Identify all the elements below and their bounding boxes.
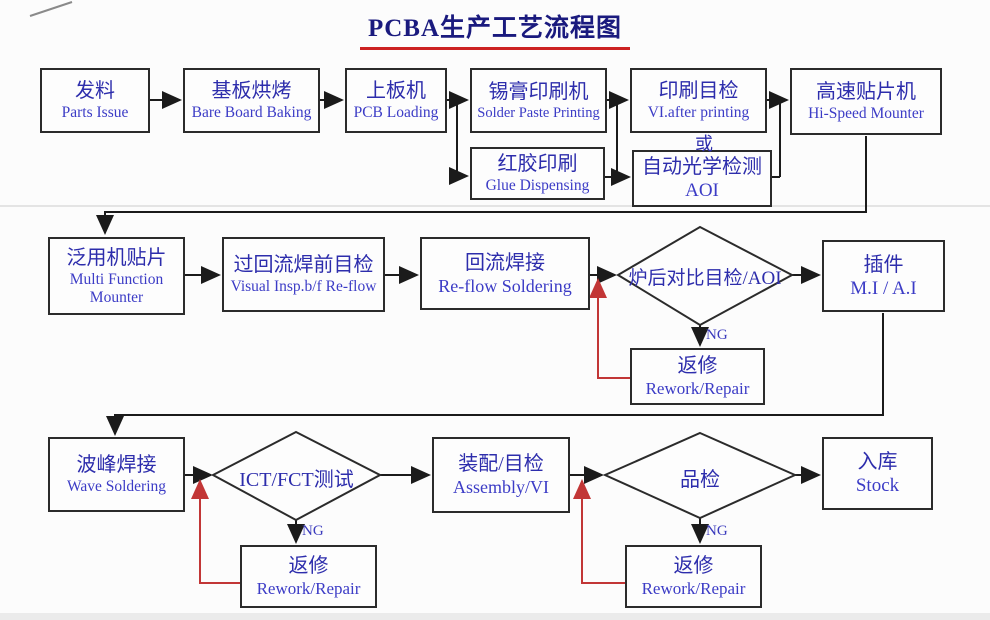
node-solder-paste-printing: 锡膏印刷机 Solder Paste Printing — [470, 68, 607, 133]
node-bare-board-baking: 基板烘烤 Bare Board Baking — [183, 68, 320, 133]
node-parts-issue-en: Parts Issue — [61, 104, 129, 122]
scan-artifact-strip — [0, 613, 990, 620]
decision-diamonds — [210, 225, 798, 522]
node-manual-auto-insertion-zh: 插件 — [863, 253, 904, 276]
arrow-hispeed-multi — [96, 136, 867, 235]
node-visual-insp-before-reflow: 过回流焊前目检 Visual Insp.b/f Re-flow — [222, 237, 385, 312]
node-hi-speed-mounter-en: Hi-Speed Mounter — [808, 105, 924, 123]
node-vi-after-printing: 印刷目检 VI.after printing — [630, 68, 767, 133]
node-aoi-en: AOI — [685, 180, 719, 202]
node-reflow-soldering: 回流焊接 Re-flow Soldering — [420, 237, 590, 310]
node-stock-en: Stock — [855, 475, 900, 497]
node-stock-zh: 入库 — [857, 451, 898, 474]
node-assembly-vi-en: Assembly/VI — [453, 477, 549, 498]
node-hi-speed-mounter: 高速贴片机 Hi-Speed Mounter — [790, 68, 942, 135]
node-glue-dispensing: 红胶印刷 Glue Dispensing — [470, 147, 605, 200]
diamond-ict-fct-test — [210, 430, 383, 522]
ng-label-reflow: NG — [706, 327, 728, 343]
arrow-insertion-wave — [106, 313, 884, 436]
node-wave-soldering-en: Wave Soldering — [66, 478, 167, 496]
node-glue-dispensing-en: Glue Dispensing — [485, 177, 590, 195]
arrow-branch-glue — [449, 100, 469, 185]
node-pcb-loading: 上板机 PCB Loading — [345, 68, 447, 133]
node-hi-speed-mounter-zh: 高速贴片机 — [816, 81, 916, 104]
node-rework-qc-zh: 返修 — [673, 555, 714, 578]
ng-label-ict: NG — [302, 523, 324, 539]
node-manual-auto-insertion: 插件 M.I / A.I — [822, 240, 945, 312]
node-rework-reflow-en: Rework/Repair — [645, 379, 750, 399]
node-bare-board-baking-en: Bare Board Baking — [191, 104, 312, 122]
node-aoi-zh: 自动光学检测 — [642, 156, 762, 179]
node-pcb-loading-zh: 上板机 — [366, 80, 426, 103]
return-rework1-reflow — [589, 278, 630, 379]
node-rework-reflow-zh: 返修 — [677, 355, 718, 378]
return-rework2-wave — [191, 479, 240, 584]
node-multi-function-mounter-en: Multi Function Mounter — [69, 270, 164, 306]
node-manual-auto-insertion-en: M.I / A.I — [850, 277, 917, 299]
node-bare-board-baking-zh: 基板烘烤 — [211, 80, 292, 103]
or-label: 或 — [695, 134, 713, 154]
node-reflow-soldering-zh: 回流焊接 — [465, 251, 545, 274]
node-pcb-loading-en: PCB Loading — [353, 104, 439, 122]
node-vi-after-printing-zh: 印刷目检 — [658, 80, 739, 103]
node-visual-insp-before-reflow-en: Visual Insp.b/f Re-flow — [230, 278, 377, 296]
diamond-label-ict-fct-test: ICT/FCT测试 — [239, 469, 354, 491]
node-assembly-vi: 装配/目检 Assembly/VI — [432, 437, 570, 513]
node-stock: 入库 Stock — [822, 437, 933, 510]
diamond-label-post-oven-check: 炉后对比目检/AOI — [628, 268, 782, 289]
node-solder-paste-printing-en: Solder Paste Printing — [477, 104, 600, 121]
node-multi-function-mounter: 泛用机贴片 Multi Function Mounter — [48, 237, 185, 315]
title-wrap: PCBA生产工艺流程图 — [0, 8, 990, 50]
node-rework-ict-en: Rework/Repair — [256, 579, 361, 599]
node-aoi: 自动光学检测 AOI — [632, 150, 772, 207]
node-wave-soldering-zh: 波峰焊接 — [76, 454, 157, 477]
ng-label-qc: NG — [706, 523, 728, 539]
black-connectors — [96, 91, 884, 544]
red-return-lines — [191, 278, 630, 584]
node-multi-function-mounter-zh: 泛用机贴片 — [66, 246, 167, 269]
return-rework3-assembly — [573, 479, 625, 584]
node-assembly-vi-zh: 装配/目检 — [458, 453, 544, 476]
corner-artifact-line — [29, 1, 73, 17]
node-parts-issue-zh: 发料 — [75, 80, 115, 103]
node-solder-paste-printing-zh: 锡膏印刷机 — [488, 80, 589, 103]
node-reflow-soldering-en: Re-flow Soldering — [438, 275, 572, 296]
node-parts-issue: 发料 Parts Issue — [40, 68, 150, 133]
node-visual-insp-before-reflow-zh: 过回流焊前目检 — [233, 254, 374, 277]
node-rework-reflow: 返修 Rework/Repair — [630, 348, 765, 405]
node-wave-soldering: 波峰焊接 Wave Soldering — [48, 437, 185, 512]
node-rework-ict-zh: 返修 — [288, 555, 329, 578]
page-title: PCBA生产工艺流程图 — [359, 8, 631, 50]
node-rework-qc: 返修 Rework/Repair — [625, 545, 762, 608]
node-rework-ict: 返修 Rework/Repair — [240, 545, 377, 608]
diamond-quality-check — [602, 431, 798, 520]
diamond-label-quality-check: 品检 — [680, 469, 720, 491]
node-glue-dispensing-zh: 红胶印刷 — [497, 153, 578, 176]
node-rework-qc-en: Rework/Repair — [641, 579, 746, 599]
diamond-post-oven-check — [616, 225, 795, 327]
node-vi-after-printing-en: VI.after printing — [647, 104, 750, 122]
